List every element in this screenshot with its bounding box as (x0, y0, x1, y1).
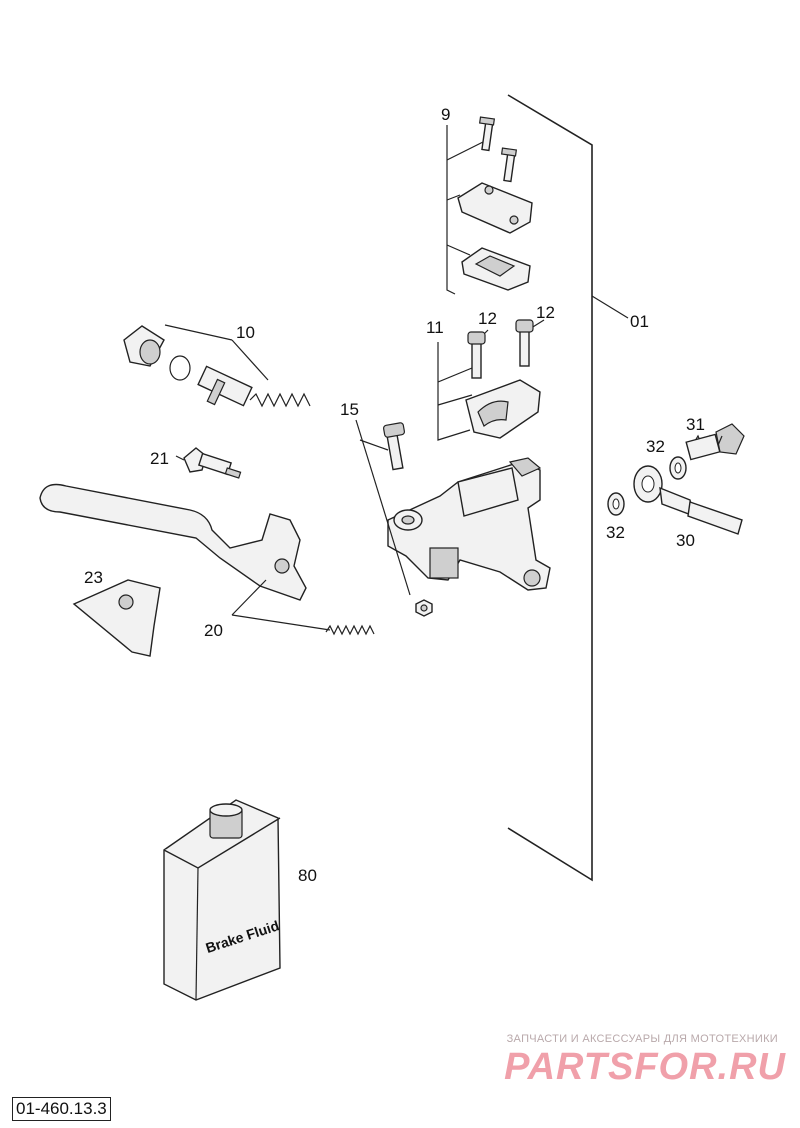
callout-12b: 12 (536, 303, 555, 322)
return-spring (249, 392, 311, 408)
pivot-bolt (382, 422, 406, 471)
callout-32b: 32 (606, 523, 625, 542)
callout-31: 31 (686, 415, 705, 434)
callout-32a: 32 (646, 437, 665, 456)
banjo-hose-group (607, 423, 745, 535)
callout-20: 20 (204, 621, 223, 640)
reservoir-cap (457, 182, 533, 234)
handlebar-clamp (465, 379, 541, 439)
adjuster-screw-21 (175, 447, 242, 479)
cap-screw (500, 147, 518, 183)
clamp-bolt (467, 331, 486, 379)
callout-23: 23 (84, 568, 103, 587)
handlebar-clamp-group-11 (437, 319, 545, 441)
sealing-washer-32 (669, 456, 687, 480)
callout-15: 15 (340, 400, 359, 419)
banjo-bolt-31 (685, 423, 745, 461)
callout-12a: 12 (478, 309, 497, 328)
lever-guard-23 (72, 579, 161, 657)
callout-10: 10 (236, 323, 255, 342)
circlip (169, 355, 191, 381)
lever-spring (325, 624, 375, 636)
reservoir-cap-group-9 (446, 116, 533, 295)
brake-fluid-bottle-80: Brake Fluid (163, 799, 281, 1001)
pivot-bolt-group-15 (355, 419, 433, 617)
pivot-nut (415, 599, 433, 617)
callout-80: 80 (298, 866, 317, 885)
reservoir-membrane (461, 247, 531, 291)
assembly-bracket-01 (507, 94, 629, 882)
callout-11: 11 (426, 318, 444, 337)
dust-boot (123, 325, 165, 367)
callout-30: 30 (676, 531, 695, 550)
sealing-washer-32 (607, 492, 625, 516)
drawing-number: 01-460.13.3 (12, 1097, 111, 1121)
cap-screw (478, 116, 496, 152)
watermark-tagline: ЗАПЧАСТИ И АКСЕССУАРЫ ДЛЯ МОТОТЕХНИКИ (506, 1033, 778, 1045)
master-cylinder-body (387, 457, 551, 591)
callouts: 01 9 10 11 12 12 15 20 21 23 30 31 32 32… (84, 105, 705, 885)
clamp-bolt (515, 319, 534, 367)
watermark-logo: PARTSFOR.RU (504, 1046, 786, 1088)
piston-kit-group-10 (123, 324, 311, 408)
callout-21: 21 (150, 449, 169, 468)
brake-hose-30 (633, 465, 743, 535)
callout-01: 01 (630, 312, 649, 331)
piston (197, 365, 253, 407)
brake-lever-20 (39, 483, 331, 631)
callout-9: 9 (441, 105, 450, 124)
